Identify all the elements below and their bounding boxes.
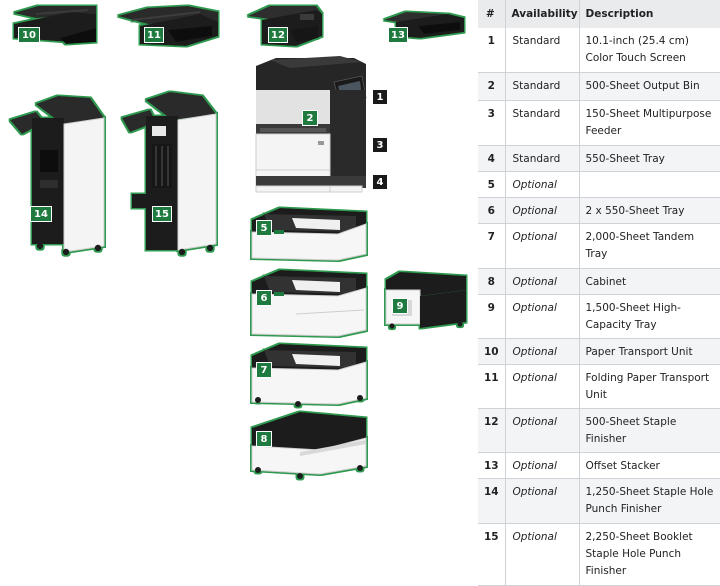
row-availability: Optional	[505, 478, 580, 524]
callout-4: 4	[372, 174, 388, 190]
staple-hole-punch-finisher-illustration	[10, 96, 105, 256]
header-description: Description	[579, 0, 720, 28]
row-availability: Optional	[505, 364, 580, 410]
callout-10: 10	[18, 27, 40, 43]
header-availability: Availability	[505, 0, 580, 28]
callout-15: 15	[152, 206, 172, 222]
row-availability: Standard	[505, 72, 580, 101]
row-availability: Standard	[505, 100, 580, 147]
row-number: 6	[478, 197, 506, 225]
row-availability: Standard	[505, 145, 580, 173]
row-description: 2 x 550-Sheet Tray	[579, 197, 720, 225]
row-description: 1,500-Sheet High-Capacity Tray	[579, 294, 720, 339]
row-number: 1	[478, 28, 506, 73]
row-description: 150-Sheet Multipurpose Feeder	[579, 100, 720, 147]
row-description: Folding Paper Transport Unit	[579, 364, 720, 410]
row-availability: Optional	[505, 338, 580, 365]
row-availability: Optional	[505, 223, 580, 269]
cabinet-illustration	[251, 412, 367, 479]
row-description: Paper Transport Unit	[579, 338, 720, 365]
table-header-row: # Availability Description	[478, 0, 720, 28]
callout-12: 12	[268, 27, 288, 43]
optional-550-sheet-tray-illustration	[251, 208, 367, 261]
callout-7: 7	[256, 362, 272, 378]
row-availability: Optional	[505, 171, 580, 199]
header-number: #	[478, 0, 506, 28]
row-number: 10	[478, 338, 506, 365]
callout-5: 5	[256, 220, 272, 236]
callout-3: 3	[372, 137, 388, 153]
row-number: 11	[478, 364, 506, 410]
row-availability: Optional	[505, 268, 580, 295]
callout-14: 14	[30, 206, 52, 222]
printer-main-unit-illustration	[255, 56, 367, 193]
dual-550-sheet-tray-illustration	[251, 270, 367, 337]
callout-8: 8	[256, 431, 272, 447]
row-availability: Standard	[505, 28, 580, 73]
row-number: 2	[478, 72, 506, 101]
booklet-staple-hole-punch-finisher-illustration	[122, 92, 217, 256]
row-number: 9	[478, 294, 506, 339]
row-description: 500-Sheet Output Bin	[579, 72, 720, 101]
row-number: 5	[478, 171, 506, 199]
row-availability: Optional	[505, 197, 580, 225]
row-number: 3	[478, 100, 506, 147]
row-number: 7	[478, 223, 506, 269]
callout-6: 6	[256, 290, 272, 306]
row-description	[579, 171, 720, 199]
row-description: Offset Stacker	[579, 452, 720, 480]
row-number: 8	[478, 268, 506, 295]
row-description: 1,250-Sheet Staple Hole Punch Finisher	[579, 478, 720, 524]
tandem-tray-illustration	[251, 344, 367, 407]
callout-9: 9	[392, 298, 408, 314]
row-description: 500-Sheet Staple Finisher	[579, 408, 720, 454]
callout-13: 13	[388, 27, 408, 43]
row-description: 10.1-inch (25.4 cm) Color Touch Screen	[579, 28, 720, 73]
row-number: 13	[478, 452, 506, 480]
printer-options-diagram: 10 11 12 13 14 15 2 1 3 4 5 6 7 8 9	[10, 6, 466, 479]
folding-paper-transport-unit-illustration	[118, 6, 218, 46]
callout-1: 1	[372, 89, 388, 105]
row-description: Cabinet	[579, 268, 720, 295]
row-availability: Optional	[505, 408, 580, 454]
row-number: 14	[478, 478, 506, 524]
row-availability: Optional	[505, 523, 580, 586]
callout-2: 2	[302, 110, 318, 126]
row-description: 2,000-Sheet Tandem Tray	[579, 223, 720, 269]
row-availability: Optional	[505, 294, 580, 339]
offset-stacker-illustration	[384, 12, 464, 38]
row-number: 12	[478, 408, 506, 454]
row-number: 15	[478, 523, 506, 586]
row-description: 2,250-Sheet Booklet Staple Hole Punch Fi…	[579, 523, 720, 586]
row-availability: Optional	[505, 452, 580, 480]
row-description: 550-Sheet Tray	[579, 145, 720, 173]
diagram-illustration	[10, 6, 466, 479]
callout-11: 11	[144, 27, 164, 43]
row-number: 4	[478, 145, 506, 173]
